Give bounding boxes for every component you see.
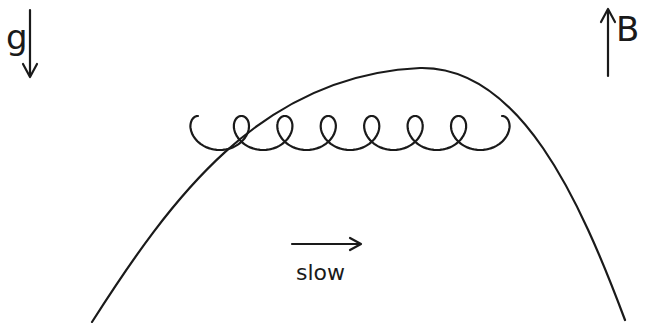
field-arrow	[607, 10, 609, 76]
gravity-arrowhead	[23, 64, 37, 77]
hill-curve	[92, 68, 625, 322]
helix-path	[190, 116, 509, 150]
gravity-arrow	[29, 10, 31, 76]
motion-label: slow	[296, 262, 345, 284]
field-arrowhead	[601, 9, 615, 22]
motion-arrow	[292, 243, 360, 245]
field-label: B	[616, 12, 639, 46]
gravity-label: g	[6, 20, 28, 54]
motion-arrowhead	[350, 238, 361, 250]
